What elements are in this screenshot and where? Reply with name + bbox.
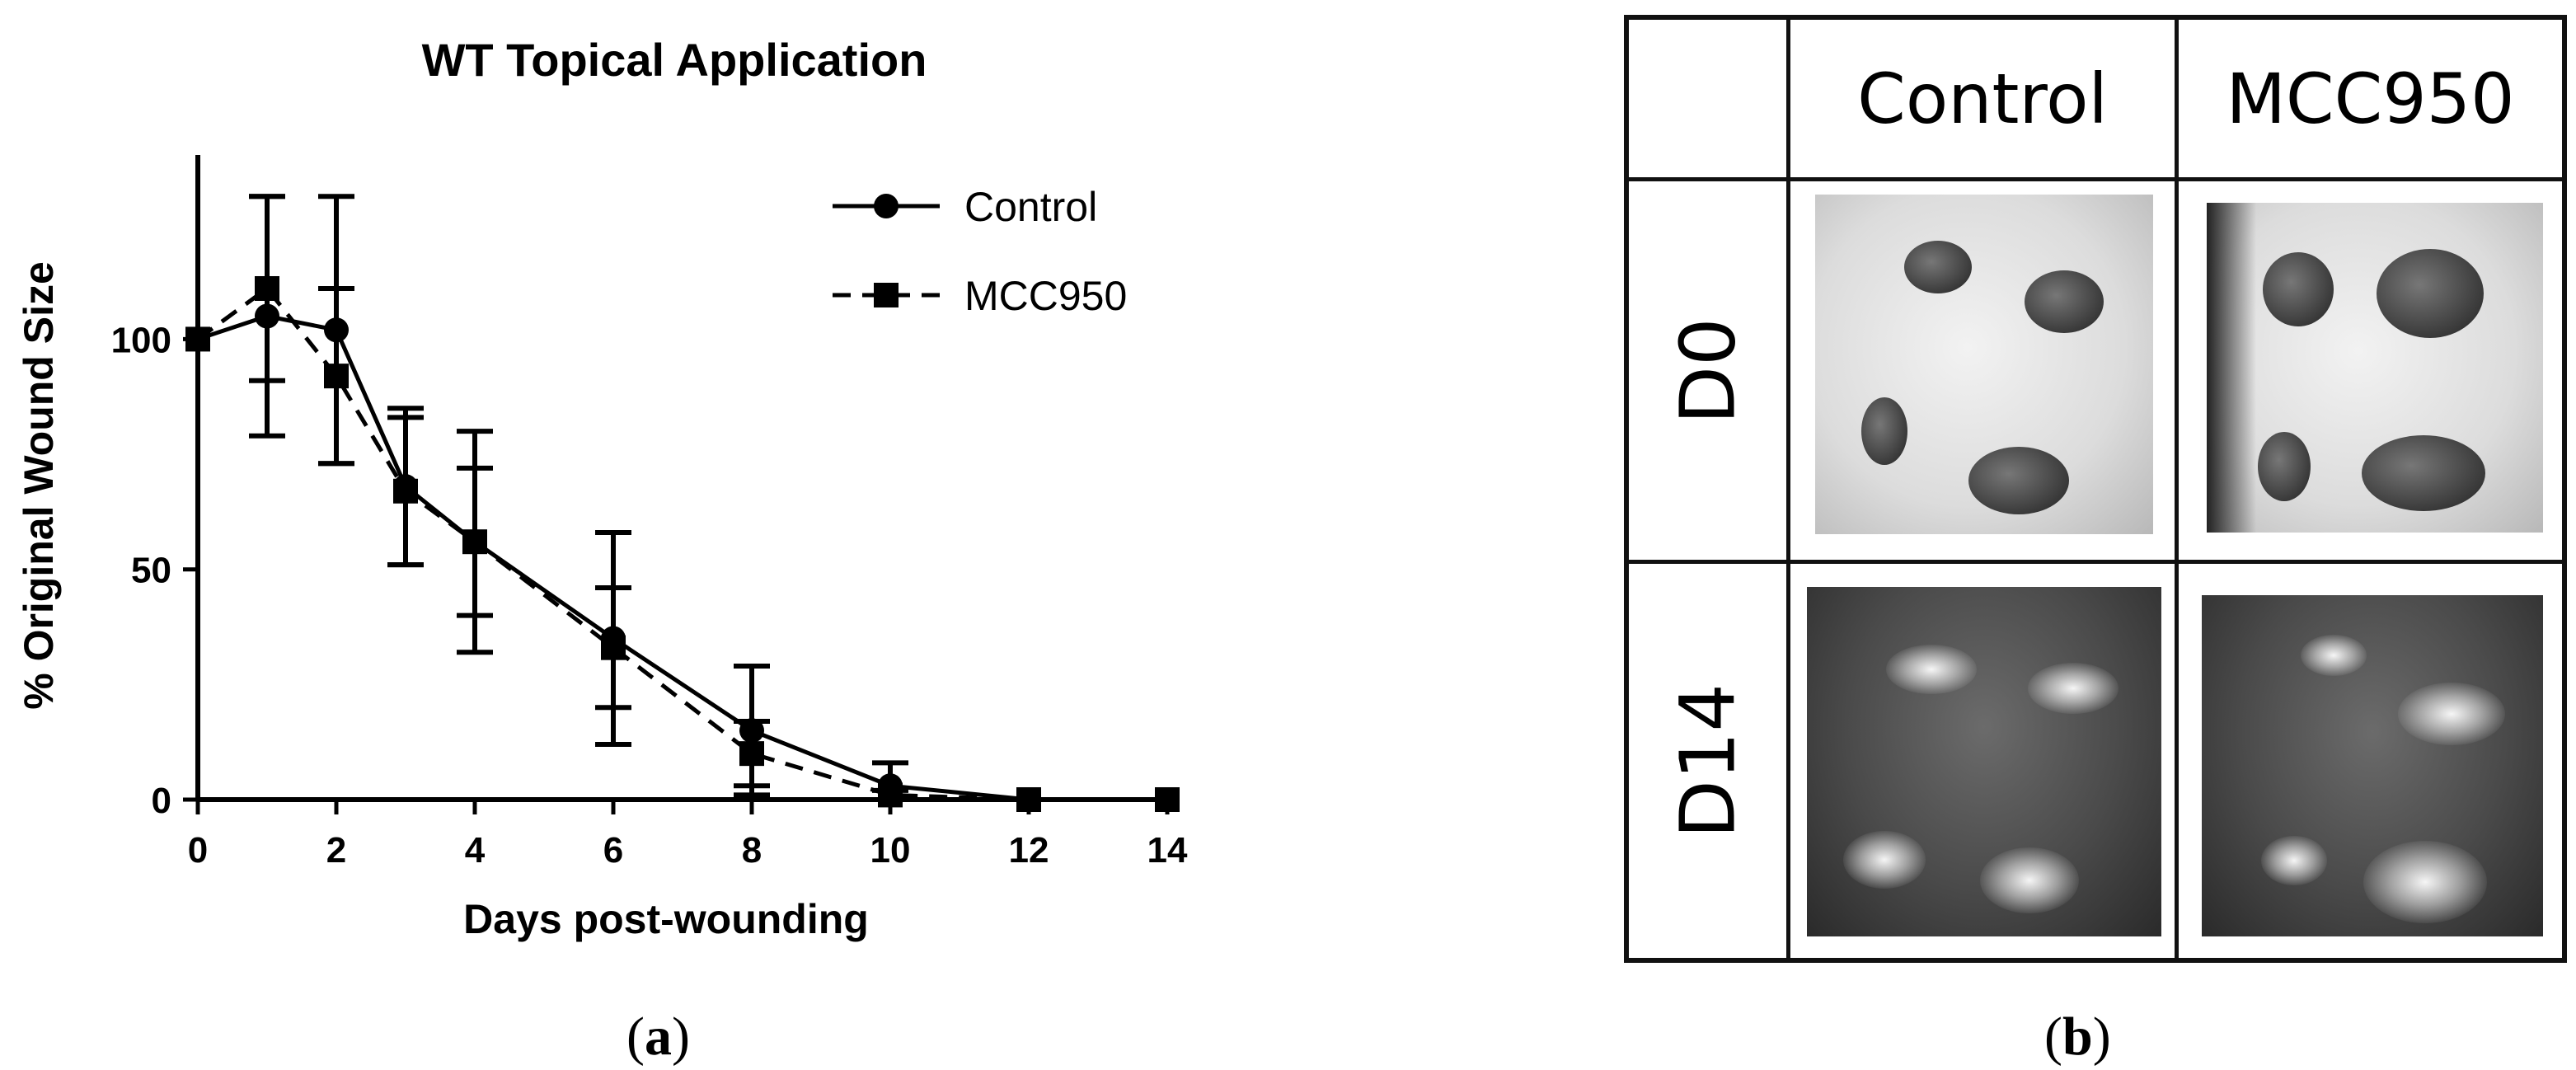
wound-image-grid: Control MCC950 D0 D14 [1624, 15, 2567, 963]
x-tick-label: 0 [188, 830, 208, 871]
data-point [1016, 787, 1041, 812]
photo-cell-control-d0 [1790, 181, 2179, 564]
x-axis-label: Days post-wounding [463, 896, 869, 942]
data-point [1155, 787, 1180, 812]
y-tick-label: 50 [131, 551, 171, 591]
photo-cell-control-d14 [1790, 564, 2179, 958]
wound-mark [1968, 447, 2069, 514]
x-tick-label: 10 [870, 830, 911, 871]
scar-mark [1843, 831, 1926, 889]
legend-label: Control [964, 184, 1097, 230]
y-tick-label: 0 [152, 781, 171, 821]
data-point [393, 478, 418, 504]
data-point [324, 364, 349, 389]
line-chart: WT Topical Application 0 2 4 6 8 10 12 14 0 50 100D… [16, 34, 1188, 942]
data-point [462, 529, 487, 555]
x-tick-label: 6 [603, 830, 623, 871]
data-point [185, 326, 210, 352]
wound-photo-control-d0 [1815, 195, 2153, 534]
scar-mark [2028, 663, 2119, 714]
scar-mark [2261, 836, 2327, 885]
row-header-d0: D0 [1629, 181, 1790, 564]
wound-mark [2025, 270, 2104, 333]
wound-mark [2362, 435, 2485, 511]
wound-mark [1904, 241, 1972, 293]
wound-photo-control-d14 [1807, 587, 2161, 936]
wound-photo-mcc950-d0 [2207, 203, 2543, 533]
scar-mark [2301, 635, 2367, 676]
scar-mark [2398, 683, 2505, 745]
legend-label: MCC950 [964, 273, 1127, 319]
panel-label-b: (b) [2044, 1007, 2111, 1067]
x-tick-label: 4 [465, 830, 486, 871]
wound-photo-mcc950-d14 [2202, 595, 2543, 936]
data-point [601, 635, 626, 660]
series-line [196, 285, 1167, 802]
wound-mark [2263, 252, 2334, 326]
legend-marker [874, 194, 899, 218]
data-point [739, 741, 764, 767]
column-header-control: Control [1790, 20, 2179, 181]
panel-label-a: (a) [626, 1007, 690, 1067]
x-tick-label: 2 [326, 830, 346, 871]
scar-mark [2363, 841, 2487, 923]
x-tick-label: 8 [742, 830, 762, 871]
photo-shadow [2207, 203, 2256, 533]
row-header-d14: D14 [1629, 564, 1790, 958]
photo-cell-mcc950-d14 [2179, 564, 2562, 958]
wound-mark [2258, 432, 2311, 501]
series-line [197, 313, 1167, 802]
series-mcc950 [185, 194, 1180, 812]
y-tick-label: 100 [111, 320, 171, 360]
grid-corner-cell [1629, 20, 1790, 181]
photo-cell-mcc950-d0 [2179, 181, 2562, 564]
x-tick-label: 14 [1147, 830, 1188, 871]
y-axis-label: % Original Wound Size [16, 261, 62, 710]
column-header-mcc950: MCC950 [2179, 20, 2562, 181]
legend-marker [874, 283, 899, 307]
scar-mark [1980, 847, 2079, 913]
data-point [878, 782, 903, 808]
chart-title: WT Topical Application [422, 34, 927, 86]
scar-mark [1886, 645, 1977, 694]
wound-mark [1861, 397, 1907, 465]
data-point [255, 275, 279, 301]
wound-mark [2377, 249, 2484, 338]
x-tick-label: 12 [1009, 830, 1049, 871]
